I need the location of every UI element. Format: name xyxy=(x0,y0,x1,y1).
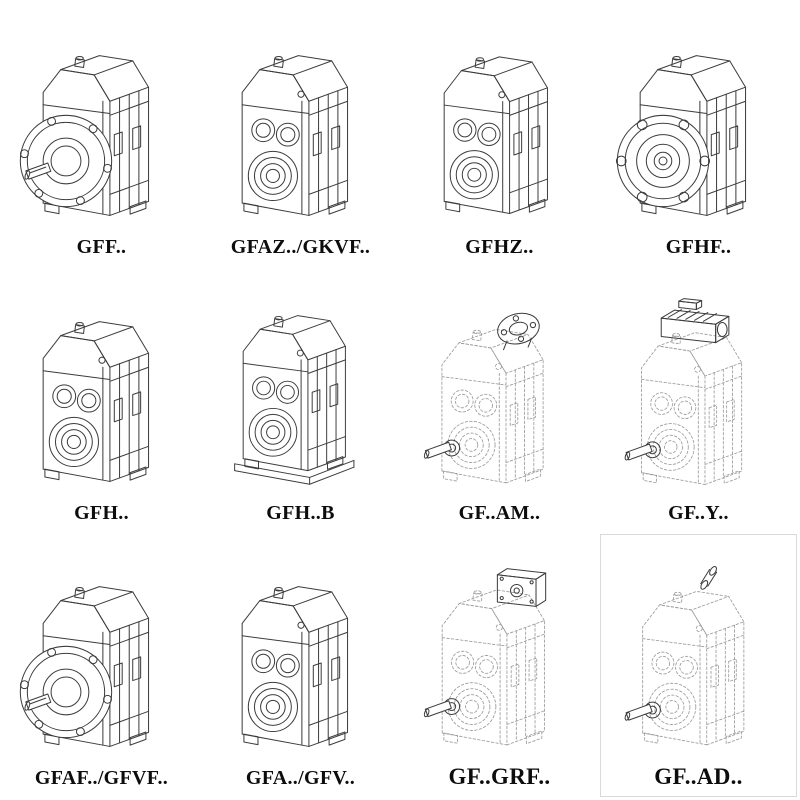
product-cell-gf-am: GF..AM.. xyxy=(400,267,599,532)
product-label: GF..Y.. xyxy=(668,501,729,524)
output-flange-face-on xyxy=(615,115,710,208)
product-cell-gf-grf: GF..GRF.. xyxy=(400,533,599,798)
gearbox-drawing-gf-ad xyxy=(623,564,744,746)
product-label: GFHF.. xyxy=(665,236,732,259)
gearbox-housing-phantom xyxy=(441,328,544,483)
hollow-shaft-face xyxy=(247,621,305,733)
product-cell-gfaf-gfvf: GFAF../GFVF.. xyxy=(2,533,201,798)
hollow-shaft-face xyxy=(248,349,304,457)
product-cell-gfh-b: GFH..B xyxy=(201,267,400,532)
gearbox-housing-phantom xyxy=(640,331,742,485)
gearbox-drawing-gfa xyxy=(241,586,348,747)
gearbox-drawing-gf-grf xyxy=(422,568,546,746)
hollow-shaft-face xyxy=(449,91,505,200)
product-label: GFA../GFV.. xyxy=(245,767,356,789)
product-cell-gf-ad: GF..AD.. xyxy=(599,533,798,798)
product-label: GFF.. xyxy=(76,236,127,259)
product-cell-gfhz: GFHZ.. xyxy=(400,2,599,267)
hollow-shaft-face xyxy=(247,90,305,202)
product-cell-gfa-gfv: GFA../GFV.. xyxy=(201,533,400,798)
gearbox-drawing-gfh xyxy=(42,320,149,482)
product-cell-gfh: GFH.. xyxy=(2,267,201,532)
hollow-shaft-face xyxy=(48,356,106,467)
gearbox-drawing-gf-am xyxy=(422,308,544,483)
product-label: GFH.. xyxy=(74,501,129,524)
input-shaft-stub xyxy=(698,564,718,591)
gearbox-drawing-gfhz xyxy=(443,56,548,215)
product-label: GFH..B xyxy=(266,501,335,524)
gearbox-drawing-gfh-b xyxy=(233,314,354,485)
base-plate xyxy=(233,459,354,485)
gearbox-drawing-gfaz xyxy=(241,55,348,217)
product-cell-gff: GFF.. xyxy=(2,2,201,267)
product-cell-gfhf: GFHF.. xyxy=(599,2,798,267)
product-cell-gfaz-gkvf: GFAZ../GKVF.. xyxy=(201,2,400,267)
product-label: GF..AM.. xyxy=(458,501,541,524)
adapter-block xyxy=(496,568,546,607)
output-flange xyxy=(19,115,112,208)
gearbox-housing-phantom xyxy=(441,589,545,746)
gearbox-drawing-gff xyxy=(19,55,149,217)
product-cell-gf-y: GF..Y.. xyxy=(599,267,798,532)
product-label: GFHZ.. xyxy=(465,236,534,259)
product-label: GF..GRF.. xyxy=(448,764,551,789)
product-label: GF..AD.. xyxy=(654,764,743,789)
output-shaft xyxy=(623,441,661,461)
output-flange xyxy=(19,645,112,739)
gearbox-housing-phantom xyxy=(641,590,744,746)
gearbox-drawing-gfaf xyxy=(19,586,149,747)
product-label: GFAZ../GKVF.. xyxy=(230,236,371,259)
gearbox-drawing-gfhf xyxy=(615,55,746,217)
product-label: GFAF../GFVF.. xyxy=(34,767,169,789)
output-shaft xyxy=(422,698,460,718)
gearbox-drawing-gf-y xyxy=(623,297,742,485)
